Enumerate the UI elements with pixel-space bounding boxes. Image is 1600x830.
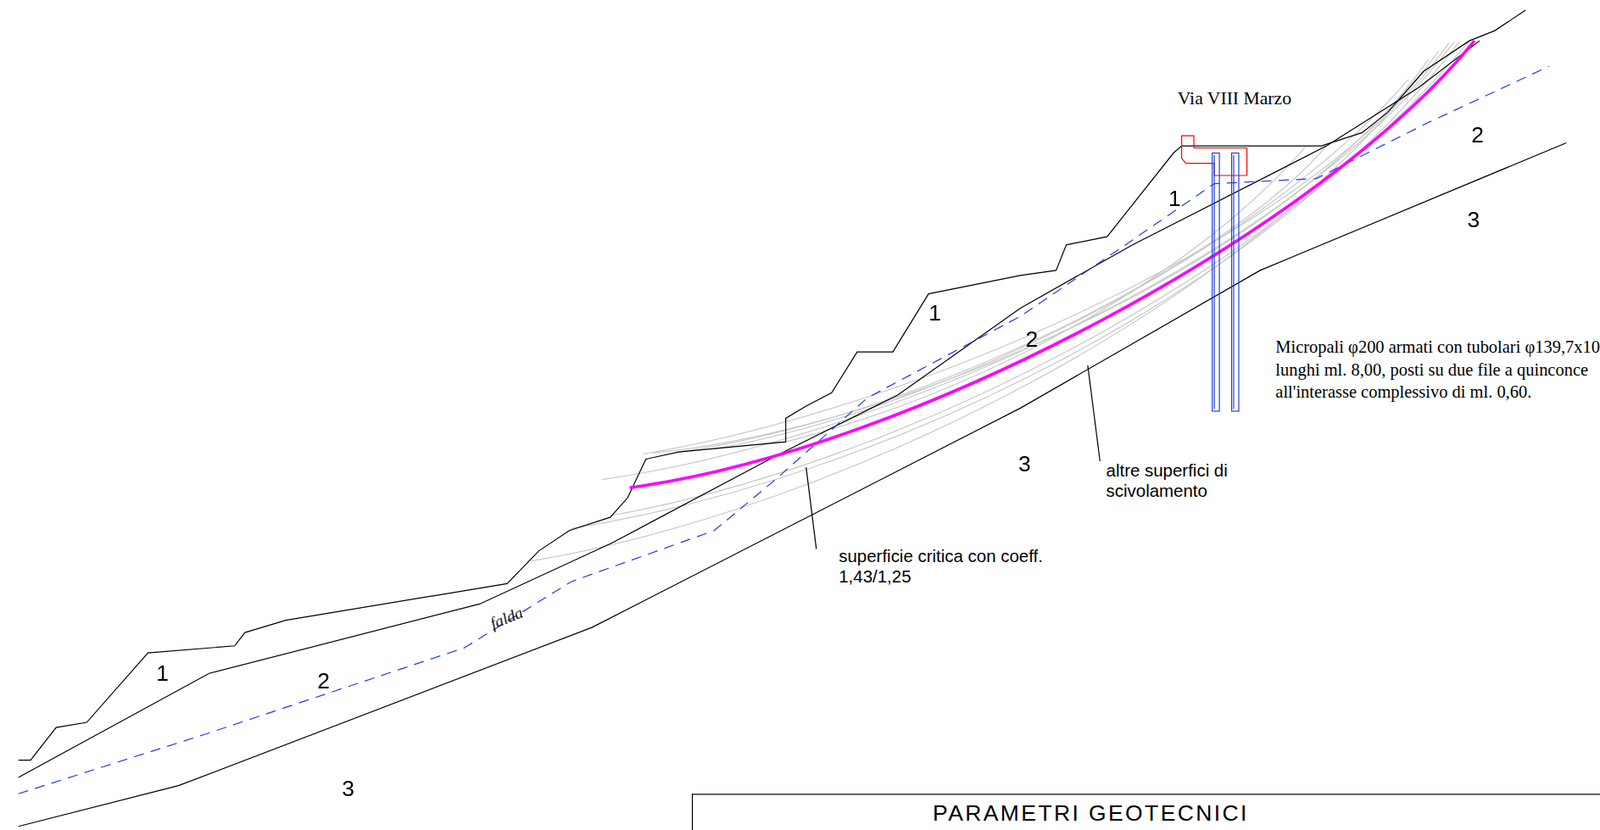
parameter-table: PARAMETRI GEOTECNICI bbox=[691, 793, 1600, 830]
water-table-label: falda bbox=[485, 602, 529, 635]
layer-number: 1 bbox=[154, 660, 172, 688]
slip-note: altre superfici di scivolamento bbox=[1103, 461, 1272, 503]
layer-number: 1 bbox=[926, 300, 944, 328]
layer-number: 3 bbox=[1016, 451, 1034, 479]
street-name: Via VIII Marzo bbox=[1175, 87, 1294, 110]
layer-number: 2 bbox=[1469, 122, 1487, 150]
layer-number: 3 bbox=[340, 775, 357, 803]
layer-number: 2 bbox=[315, 668, 333, 696]
table-title: PARAMETRI GEOTECNICI bbox=[692, 801, 1489, 826]
layer-number: 3 bbox=[1465, 206, 1483, 235]
layer-number: 1 bbox=[1166, 185, 1184, 213]
critical-note: superficie critica con coeff. 1,43/1,25 bbox=[836, 546, 1056, 589]
pile-note: Micropali φ200 armati con tubolari φ139,… bbox=[1273, 336, 1600, 405]
layer-number: 2 bbox=[1023, 326, 1041, 354]
